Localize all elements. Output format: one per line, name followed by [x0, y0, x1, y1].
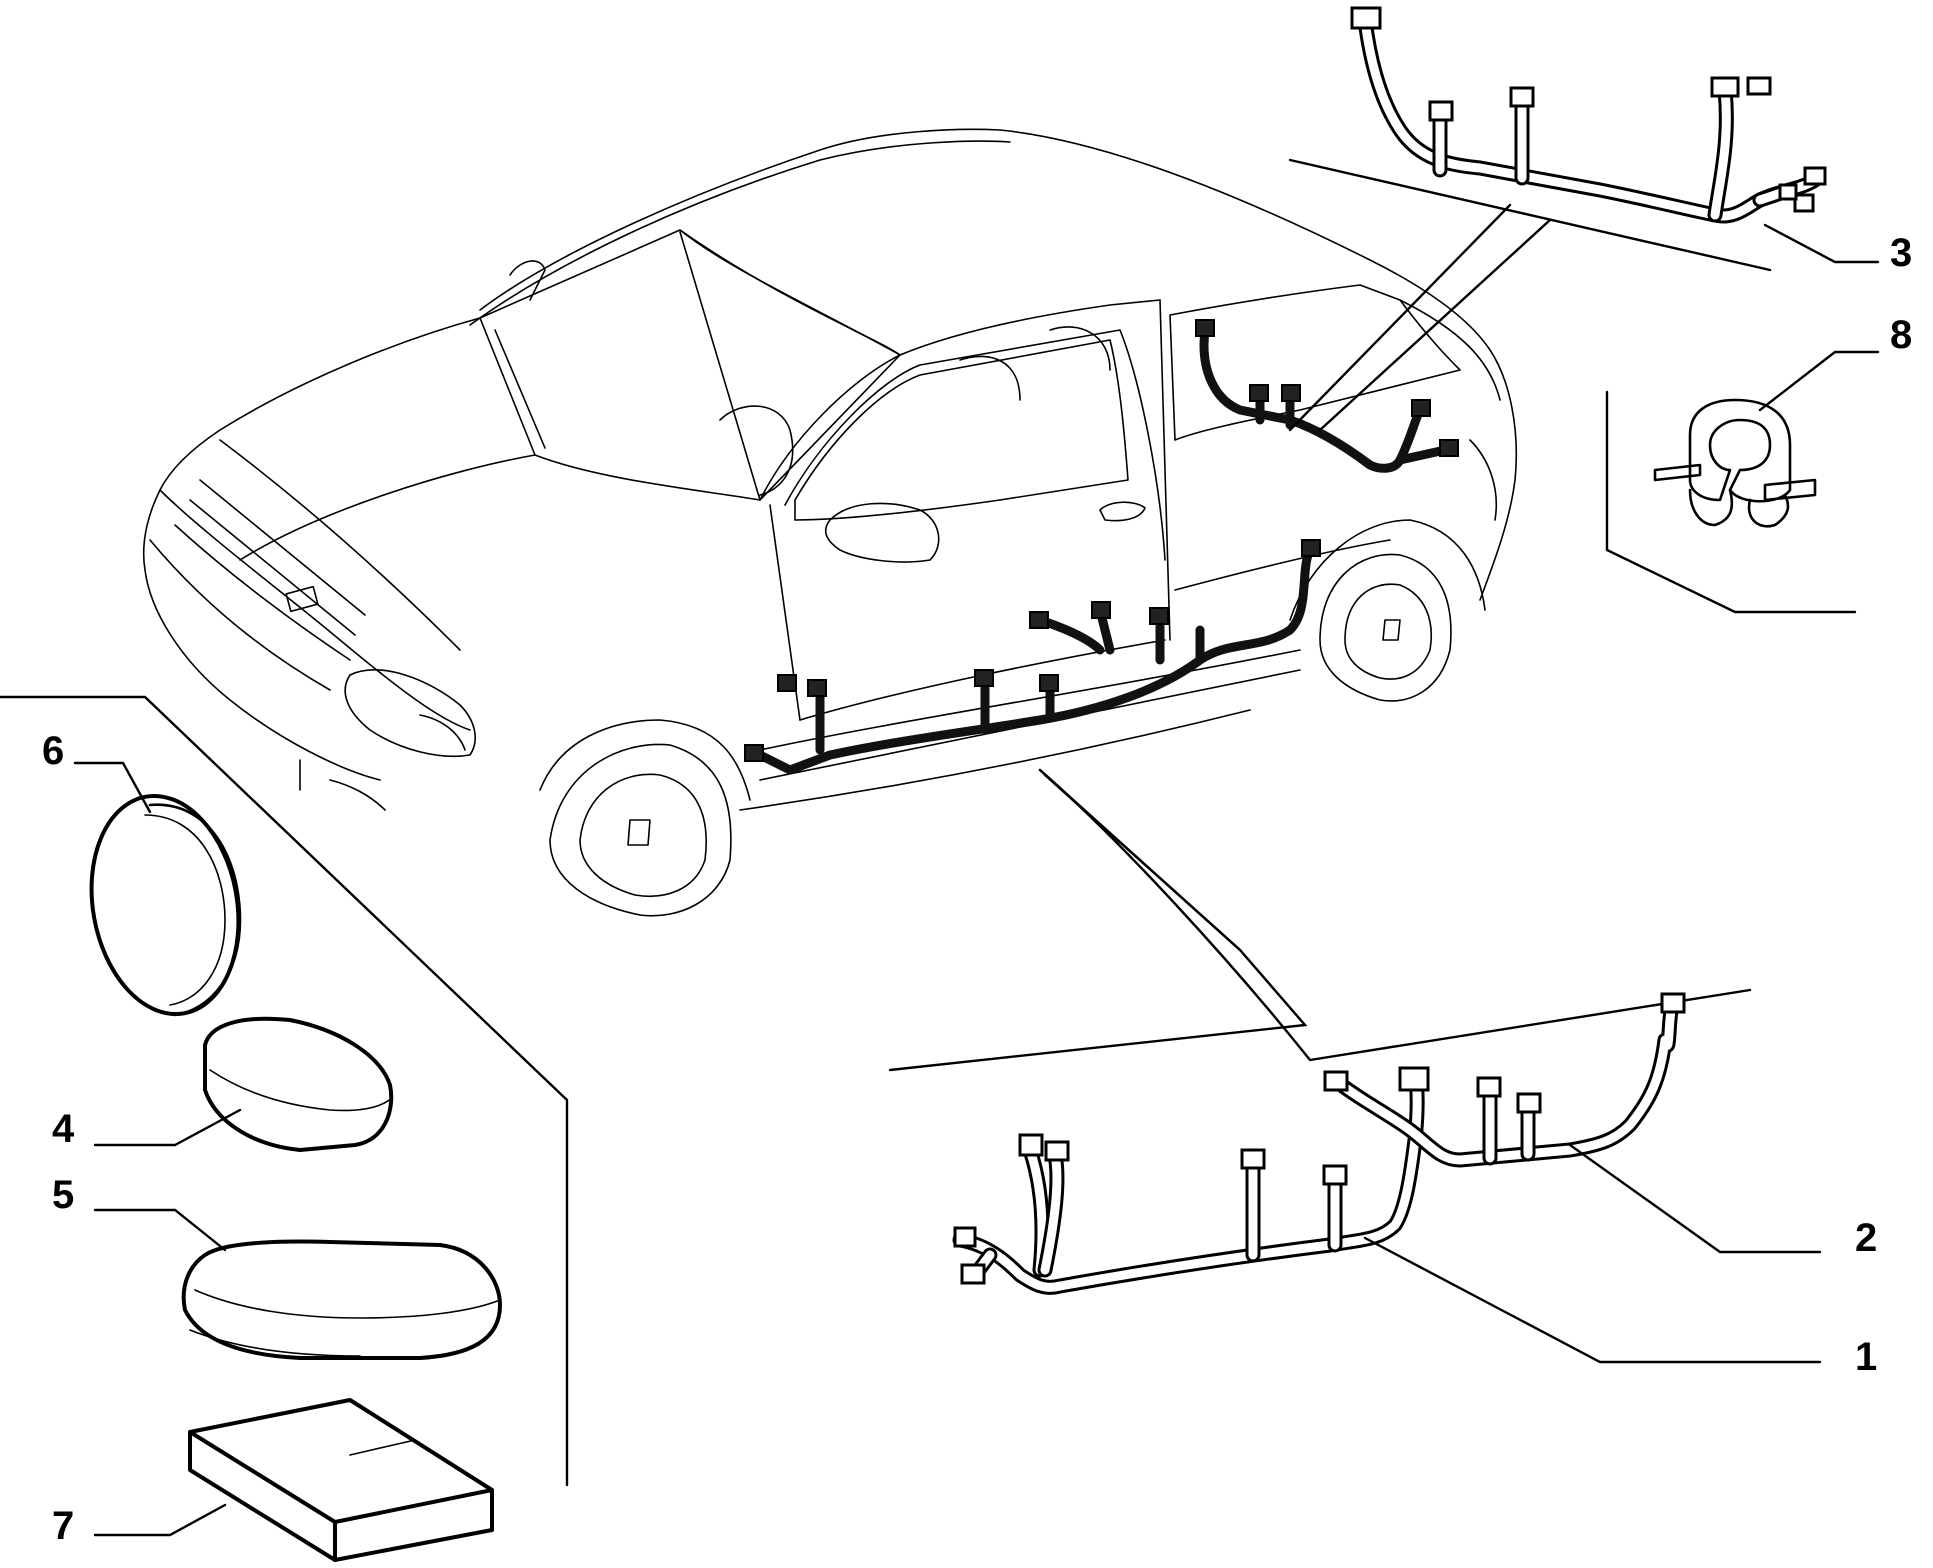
- callout-7: 7: [52, 1504, 74, 1548]
- callout-2: 2: [1855, 1216, 1877, 1260]
- callout-6: 6: [42, 729, 64, 773]
- callout-8: 8: [1890, 313, 1912, 357]
- clip-part-8: [1653, 398, 1817, 528]
- callout-numbers: 1 2 3 4 5 6 7 8: [42, 231, 1912, 1548]
- harness-part-1: [952, 1066, 1430, 1295]
- installed-harness-sill: [744, 539, 1321, 775]
- callout-5: 5: [52, 1173, 74, 1217]
- pad-part-7: [188, 1398, 494, 1562]
- harness-part-3: [1350, 6, 1827, 224]
- plug-part-4: [203, 1016, 394, 1152]
- callout-1: 1: [1855, 1335, 1877, 1379]
- installed-harness-rear: [1195, 319, 1459, 473]
- harness-part-2: [1323, 992, 1686, 1168]
- plug-part-5: [181, 1239, 502, 1360]
- plug-part-6: [89, 793, 242, 1017]
- callout-4: 4: [52, 1107, 75, 1151]
- car-illustration: [142, 128, 1518, 917]
- pointer-lines: [0, 158, 1857, 1487]
- callout-leaders: [73, 223, 1880, 1537]
- callout-3: 3: [1890, 231, 1912, 275]
